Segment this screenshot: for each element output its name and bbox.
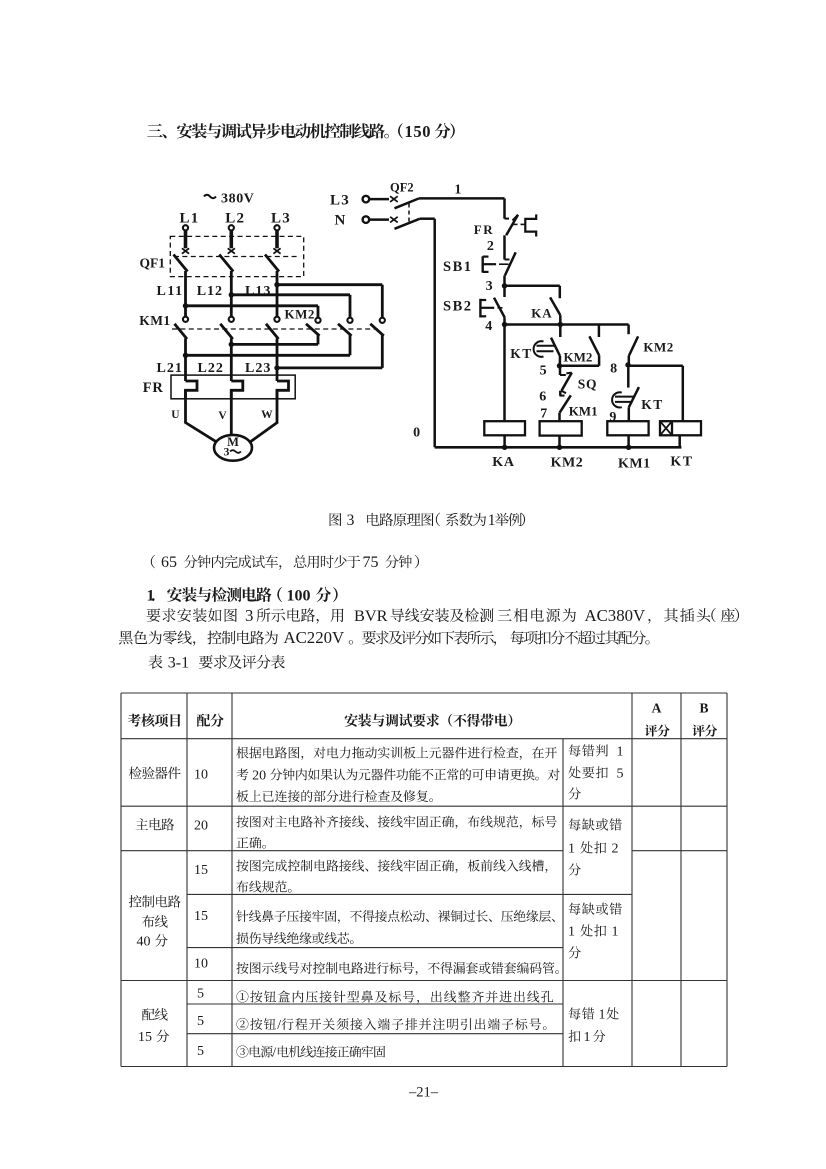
svg-text:10: 10 bbox=[194, 767, 208, 782]
svg-text:1: 1 bbox=[147, 588, 155, 605]
svg-text:AC220V: AC220V bbox=[284, 628, 345, 647]
svg-text:KM2: KM2 bbox=[285, 307, 315, 322]
svg-text:15: 15 bbox=[194, 863, 208, 878]
svg-text:2: 2 bbox=[612, 842, 619, 857]
svg-text:KM1: KM1 bbox=[139, 313, 171, 328]
svg-text:1: 1 bbox=[454, 183, 461, 198]
svg-text:3: 3 bbox=[224, 447, 230, 459]
svg-text:L22: L22 bbox=[198, 361, 224, 376]
svg-text:KT: KT bbox=[641, 397, 664, 412]
svg-text:FR: FR bbox=[474, 222, 494, 237]
svg-text:A: A bbox=[652, 701, 662, 716]
svg-text:40: 40 bbox=[137, 935, 155, 950]
svg-text:15: 15 bbox=[194, 909, 208, 924]
svg-text:1: 1 bbox=[568, 842, 575, 857]
svg-text:5: 5 bbox=[540, 364, 547, 379]
svg-text:KM2: KM2 bbox=[564, 350, 593, 365]
svg-text:20: 20 bbox=[194, 819, 208, 834]
svg-text:W: W bbox=[261, 409, 273, 421]
svg-text:/: / bbox=[277, 1018, 281, 1033]
svg-text:KM2: KM2 bbox=[551, 456, 584, 471]
svg-text:3: 3 bbox=[347, 512, 355, 529]
svg-text:8: 8 bbox=[610, 362, 617, 377]
svg-text:1: 1 bbox=[568, 925, 575, 940]
svg-text:L13: L13 bbox=[245, 284, 271, 299]
svg-text:0: 0 bbox=[413, 426, 420, 441]
svg-text:AC380V: AC380V bbox=[585, 606, 646, 625]
svg-text:20: 20 bbox=[249, 768, 270, 783]
svg-text:QF1: QF1 bbox=[140, 256, 166, 271]
svg-text:6: 6 bbox=[539, 390, 546, 405]
svg-text:L3: L3 bbox=[330, 193, 350, 209]
svg-text:N: N bbox=[335, 213, 346, 229]
svg-text:L21: L21 bbox=[157, 361, 183, 376]
svg-text:1: 1 bbox=[488, 512, 496, 529]
svg-text:5: 5 bbox=[197, 1014, 204, 1029]
svg-text:1: 1 bbox=[584, 1030, 591, 1045]
svg-text:SQ: SQ bbox=[578, 377, 598, 392]
svg-text:KT: KT bbox=[510, 346, 533, 361]
svg-text:QF2: QF2 bbox=[390, 181, 414, 195]
svg-text:SB1: SB1 bbox=[443, 259, 473, 275]
svg-text:U: U bbox=[171, 409, 180, 421]
svg-text:75: 75 bbox=[363, 554, 379, 571]
svg-text:FR: FR bbox=[143, 380, 164, 396]
svg-text:100: 100 bbox=[287, 588, 311, 605]
svg-text:7: 7 bbox=[540, 406, 547, 421]
svg-text:/: / bbox=[272, 1046, 276, 1061]
svg-text:KM1: KM1 bbox=[569, 404, 598, 419]
svg-text:M: M bbox=[227, 435, 239, 449]
svg-text:L3: L3 bbox=[271, 211, 291, 227]
svg-text:KA: KA bbox=[492, 455, 515, 470]
svg-text:10: 10 bbox=[194, 957, 208, 972]
svg-text:9: 9 bbox=[609, 410, 616, 425]
svg-text:5: 5 bbox=[617, 766, 624, 781]
svg-text:KA: KA bbox=[531, 306, 552, 321]
svg-text:KM1: KM1 bbox=[618, 457, 651, 472]
svg-text:L2: L2 bbox=[225, 211, 245, 227]
svg-text:3: 3 bbox=[486, 279, 493, 294]
svg-text:L23: L23 bbox=[245, 361, 271, 376]
svg-text:65: 65 bbox=[161, 554, 177, 571]
svg-text:15: 15 bbox=[138, 1030, 156, 1045]
svg-text:5: 5 bbox=[197, 1044, 204, 1059]
svg-text:KM2: KM2 bbox=[643, 339, 673, 354]
svg-text:BVR: BVR bbox=[354, 606, 388, 625]
svg-text:L12: L12 bbox=[197, 284, 223, 299]
svg-text:4: 4 bbox=[485, 319, 492, 334]
svg-text:2: 2 bbox=[487, 239, 494, 254]
svg-text:1: 1 bbox=[599, 1008, 606, 1023]
svg-text:L11: L11 bbox=[157, 284, 184, 299]
svg-text:V: V bbox=[218, 410, 227, 422]
svg-text:KT: KT bbox=[670, 455, 693, 470]
svg-text:3-1: 3-1 bbox=[168, 655, 189, 672]
svg-text:B: B bbox=[699, 701, 708, 716]
svg-text:1: 1 bbox=[612, 925, 619, 940]
svg-text:–21–: –21– bbox=[408, 1085, 439, 1101]
svg-text:1: 1 bbox=[617, 745, 624, 760]
svg-text:3: 3 bbox=[245, 606, 253, 625]
svg-text:SB2: SB2 bbox=[443, 298, 473, 314]
svg-text:150: 150 bbox=[405, 122, 432, 141]
svg-text:L1: L1 bbox=[180, 211, 200, 227]
svg-text:5: 5 bbox=[197, 987, 204, 1002]
svg-text:380V: 380V bbox=[221, 192, 255, 207]
